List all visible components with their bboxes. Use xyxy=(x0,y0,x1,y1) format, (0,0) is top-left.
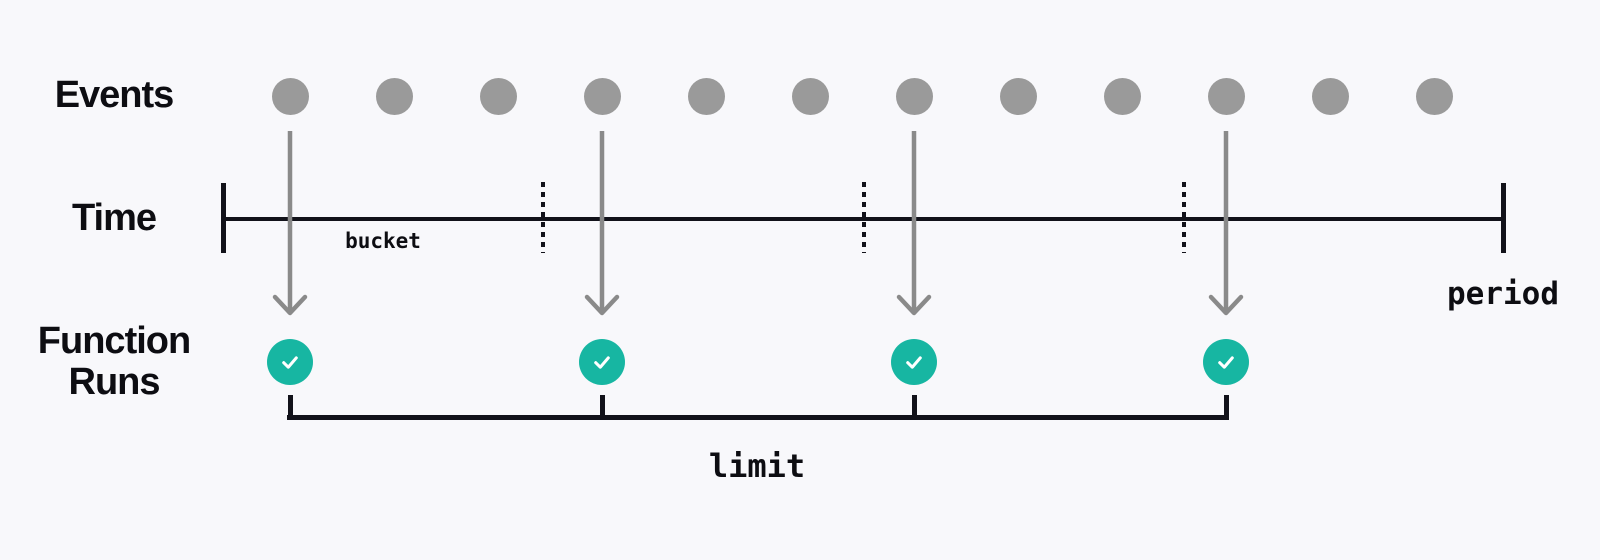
function-run-badge xyxy=(267,339,313,385)
event-dot xyxy=(375,77,413,115)
arrow-down-icon xyxy=(1206,131,1246,317)
event-dot xyxy=(271,77,309,115)
event-dot xyxy=(1207,77,1245,115)
limit-bracket-tick xyxy=(1223,395,1229,420)
function-run-badge xyxy=(891,339,937,385)
function-runs-label-line1: Function xyxy=(37,320,191,362)
limit-bracket-bar xyxy=(287,415,1229,420)
arrow-down-icon xyxy=(582,131,622,317)
event-dot xyxy=(1103,77,1141,115)
function-runs-label-line2: Runs xyxy=(68,361,161,403)
limit-bracket-tick xyxy=(599,395,605,420)
event-dot xyxy=(687,77,725,115)
check-icon xyxy=(906,356,922,369)
check-icon xyxy=(282,356,298,369)
limit-bracket-tick xyxy=(911,395,917,420)
arrow-down-icon xyxy=(894,131,934,317)
period-annotation: period xyxy=(1447,276,1559,312)
timeline-end-cap xyxy=(1501,183,1506,253)
bucket-divider-line xyxy=(541,182,546,253)
limit-annotation: limit xyxy=(708,447,806,485)
check-icon xyxy=(594,356,610,369)
bucket-annotation: bucket xyxy=(345,229,421,253)
function-runs-row-label: Function Runs xyxy=(16,321,212,403)
event-dot xyxy=(1311,77,1349,115)
event-dot xyxy=(479,77,517,115)
event-dot xyxy=(895,77,933,115)
events-row-label: Events xyxy=(54,74,175,116)
event-dot xyxy=(583,77,621,115)
event-dot xyxy=(1415,77,1453,115)
bucket-divider-line xyxy=(1181,182,1186,253)
event-dot xyxy=(791,77,829,115)
event-dot xyxy=(999,77,1037,115)
timeline-start-cap xyxy=(221,183,226,253)
function-run-badge xyxy=(579,339,625,385)
bucket-divider-line xyxy=(861,182,866,253)
limit-bracket-tick xyxy=(287,395,293,420)
check-icon xyxy=(1218,356,1234,369)
function-run-badge xyxy=(1203,339,1249,385)
time-row-label: Time xyxy=(71,197,157,239)
arrow-down-icon xyxy=(270,131,310,317)
